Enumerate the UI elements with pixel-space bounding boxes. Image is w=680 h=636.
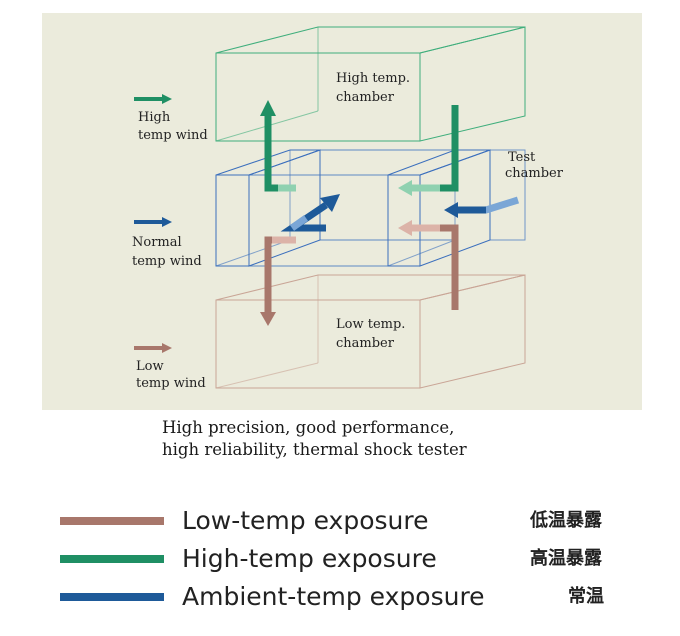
diagram-panel: High temp. chamber Low temp. chamber Tes…	[42, 13, 642, 410]
test-chamber-label-1: Test	[508, 150, 536, 165]
arrow-down-icon	[260, 312, 276, 326]
legend-label-zh: 高温暴露	[530, 548, 602, 569]
arrow-left-icon	[444, 202, 458, 218]
caption-line-1: High precision, good performance,	[162, 418, 455, 437]
normal-temp-flow-right	[444, 196, 520, 218]
test-chamber-label-2: chamber	[505, 166, 564, 181]
low-chamber-label-1: Low temp.	[336, 317, 405, 332]
high-wind-arrow-icon	[134, 94, 172, 104]
high-chamber-label-1: High temp.	[336, 71, 410, 86]
low-wind-label-1: Low	[136, 359, 164, 374]
normal-wind-label-2: temp wind	[132, 254, 202, 269]
normal-temp-flow-left	[280, 194, 340, 232]
arrow-up-icon	[260, 100, 276, 116]
legend-row-ambient: Ambient-temp exposure 常温	[60, 580, 660, 616]
caption-line-2: high reliability, thermal shock tester	[162, 440, 467, 459]
ambient-temp-swatch	[60, 593, 164, 601]
high-temp-flow-right	[398, 105, 459, 196]
low-temp-chamber-box	[215, 274, 526, 389]
legend-label-en: High-temp exposure	[182, 544, 437, 573]
low-temp-flow-left	[260, 236, 296, 326]
low-temp-swatch	[60, 517, 164, 525]
legend-row-high: High-temp exposure 高温暴露	[60, 542, 660, 578]
normal-wind-label-1: Normal	[132, 235, 182, 250]
chamber-diagram: High temp. chamber Low temp. chamber Tes…	[132, 26, 564, 391]
low-wind-arrow-icon	[134, 343, 172, 353]
high-wind-label-2: temp wind	[138, 128, 208, 143]
low-chamber-label-2: chamber	[336, 336, 395, 351]
high-temp-swatch	[60, 555, 164, 563]
arrow-up-right-icon	[320, 194, 340, 212]
high-chamber-label-2: chamber	[336, 90, 395, 105]
legend-label-zh: 常温	[568, 586, 604, 607]
high-wind-label-1: High	[138, 110, 171, 125]
legend-label-en: Ambient-temp exposure	[182, 582, 485, 611]
arrow-left-icon	[398, 180, 412, 196]
legend-row-low: Low-temp exposure 低温暴露	[60, 504, 660, 540]
arrow-left-icon	[398, 220, 412, 236]
low-temp-flow-right	[398, 220, 459, 310]
normal-wind-arrow-icon	[134, 217, 172, 227]
legend-label-zh: 低温暴露	[530, 510, 602, 531]
high-temp-flow-left	[260, 100, 296, 192]
legend-label-en: Low-temp exposure	[182, 506, 429, 535]
low-wind-label-2: temp wind	[136, 376, 206, 391]
